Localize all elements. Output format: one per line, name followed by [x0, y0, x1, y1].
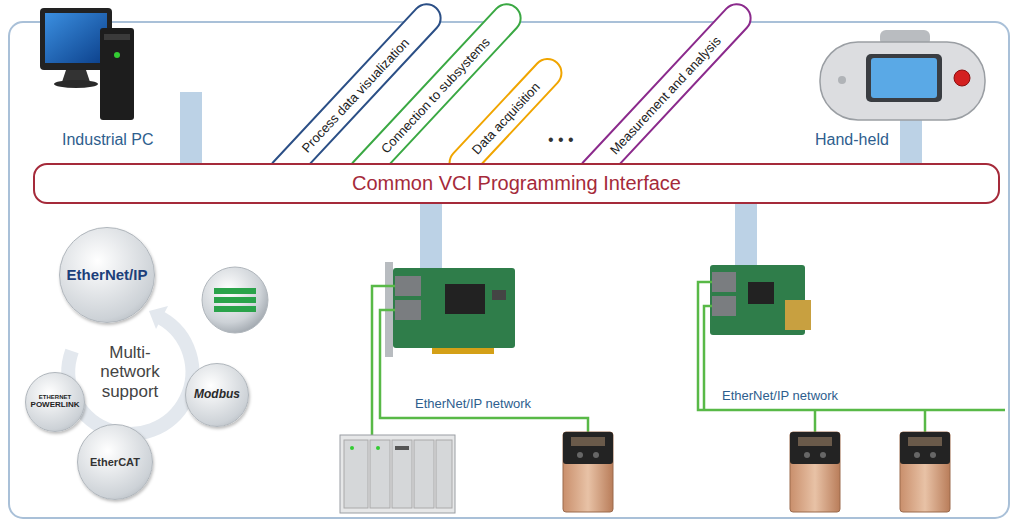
- drive: [900, 432, 950, 512]
- ethernet-wires: [372, 282, 1005, 435]
- pci-card: [385, 262, 515, 357]
- profinet-logo: [202, 267, 268, 333]
- network-logo-circle: EtherCAT: [77, 424, 153, 500]
- band-label: Common VCI Programming Interface: [352, 172, 681, 195]
- logo-text: EtherCAT: [90, 456, 140, 468]
- panel: [9, 22, 1009, 518]
- logo-text: Modbus: [194, 388, 240, 401]
- drive: [790, 432, 840, 512]
- drive: [563, 432, 613, 512]
- network-logo-circle: EtherNet/IP: [59, 227, 155, 323]
- network-label: EtherNet/IP network: [415, 397, 531, 412]
- logo-text: POWERLINK: [31, 401, 80, 410]
- mini-pcie-card: [710, 265, 811, 335]
- interface-band: Common VCI Programming Interface: [33, 163, 1000, 204]
- network-logo-circle: ETHERNETPOWERLINK: [25, 372, 85, 432]
- industrial-pc-icon: [40, 8, 134, 120]
- cycle-arrow: [68, 306, 192, 434]
- logo-text: EtherNet/IP: [67, 267, 148, 284]
- center-caption: Multi-network support: [85, 343, 175, 402]
- device-label: Industrial PC: [62, 131, 154, 149]
- handheld-icon: [820, 30, 985, 120]
- network-label: EtherNet/IP network: [722, 389, 838, 404]
- logo-text: ETHERNET: [39, 394, 71, 401]
- plc-rack: [340, 435, 455, 513]
- ellipsis: • • •: [548, 131, 574, 149]
- device-label: Hand-held: [815, 131, 889, 149]
- network-logo-circle: Modbus: [185, 363, 249, 427]
